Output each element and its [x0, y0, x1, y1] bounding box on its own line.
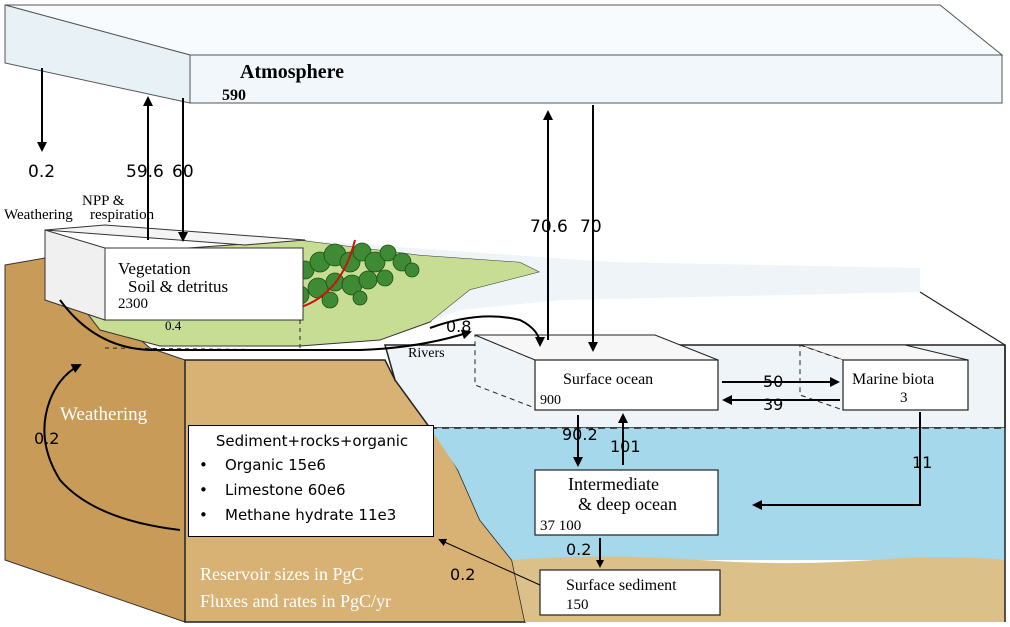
rock-return-arrow [438, 538, 541, 586]
units-label-1: Reservoir sizes in PgC [200, 564, 364, 584]
deep-ocean-box [534, 469, 719, 536]
ocean-uptake-value: 70.6 [530, 217, 568, 237]
surface-ocean-value: 900 [540, 393, 561, 408]
rock-return-value: 0.2 [450, 565, 475, 584]
units-label-2: Fluxes and rates in PgC/yr [200, 591, 391, 611]
legend-item: •Methane hydrate 11e3 [199, 506, 397, 524]
deep-ocean-label: Intermediate [568, 474, 659, 494]
up-mixing-value: 101 [610, 437, 641, 456]
legend-item-label: Methane hydrate 11e3 [225, 506, 397, 524]
npp-flux-value: 59.6 [126, 162, 164, 182]
down-mixing-value: 90.2 [562, 425, 598, 444]
rivers-flux-value: 0.8 [446, 317, 471, 336]
weathering-small-label: Weathering [4, 207, 73, 223]
ocean-release-value: 70 [580, 217, 602, 237]
rivers-arrow [429, 315, 545, 347]
surface-sediment-label: Surface sediment [566, 577, 677, 594]
atmosphere-label: Atmosphere [240, 61, 344, 83]
rivers-label: Rivers [408, 346, 445, 361]
deep-ocean-value: 37 100 [540, 518, 581, 534]
legend-list: •Organic 15e6 •Limestone 60e6 •Methane h… [199, 456, 425, 524]
weathering-loop-arrow [43, 364, 181, 531]
respiration-flux-value: 60 [172, 162, 194, 182]
legend-item: •Limestone 60e6 [199, 481, 346, 499]
vegetation-value: 2300 [118, 296, 148, 312]
atmosphere-slab [4, 4, 1004, 104]
from-biota-value: 39 [763, 395, 783, 414]
biota-sink-arrow [752, 412, 921, 510]
weathering-flux-value: 0.2 [28, 162, 55, 182]
npp-label-1: NPP & [82, 193, 125, 209]
legend-title: Sediment+rocks+organic [215, 432, 409, 450]
atmosphere-value: 590 [222, 87, 246, 104]
surface-sediment-box [539, 569, 721, 616]
sediment-flux-value: 0.2 [566, 540, 591, 559]
flux-arrows [37, 68, 921, 568]
marine-biota-value: 3 [900, 390, 908, 406]
weathering-loop-value: 0.2 [34, 429, 59, 448]
vegetation-label: Vegetation [118, 259, 191, 278]
surface-sediment-value: 150 [566, 597, 589, 613]
legend-item-label: Limestone 60e6 [225, 481, 346, 499]
to-biota-value: 50 [763, 372, 783, 391]
legend-item-label: Organic 15e6 [225, 456, 326, 474]
vegetation-box [44, 224, 306, 351]
surface-ocean-label: Surface ocean [563, 371, 653, 388]
legend-item: •Organic 15e6 [199, 456, 326, 474]
biota-sink-value: 11 [912, 453, 932, 472]
sediment-legend: Sediment+rocks+organic •Organic 15e6 •Li… [188, 425, 434, 537]
soil-runoff-arrow [59, 299, 472, 351]
weathering-big-label: Weathering [60, 404, 148, 425]
soil-label: Soil & detritus [128, 277, 228, 296]
soil-runoff-value: 0.4 [165, 318, 182, 333]
deep-ocean-label-2: & deep ocean [578, 494, 677, 514]
marine-biota-box [799, 344, 969, 411]
marine-biota-label: Marine biota [852, 371, 934, 388]
npp-label-2: respiration [90, 207, 155, 223]
